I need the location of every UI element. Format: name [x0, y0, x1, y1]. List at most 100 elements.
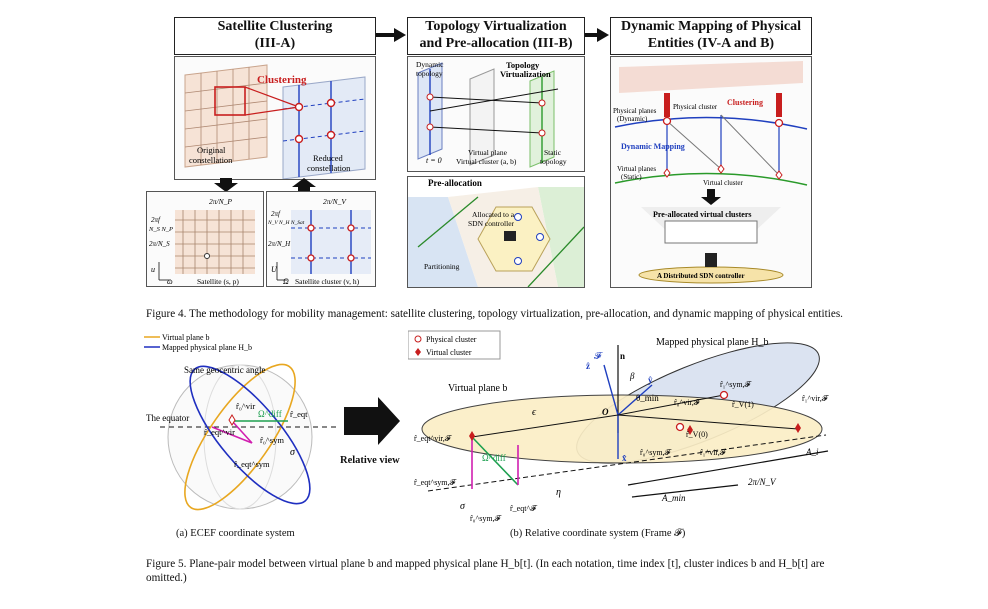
epsilon-label: ϵ — [532, 407, 537, 418]
grid-side-label: 2π/N_H — [268, 240, 291, 248]
figure-5-caption-line2: omitted.) — [146, 572, 187, 584]
theta-min-label: θ_min — [636, 393, 659, 403]
cluster-grid: 2π/N_V 2πf N_V N_H N_Sat 2π/N_H Satellit… — [267, 197, 371, 286]
r0-sym-f-label: r̂₀^sym,𝓕 — [470, 514, 503, 523]
down-arrow-icon — [701, 189, 721, 205]
right-arrow-icon — [344, 397, 400, 445]
physical-cluster-marker — [719, 390, 729, 400]
r-eqt-vir-f-label: r̂_eqt^vir,𝓕 — [414, 434, 453, 443]
allocated-label: Allocated to a — [472, 210, 515, 219]
controller-node — [536, 233, 544, 241]
physical-cluster-label: Physical cluster — [673, 103, 718, 111]
a-min-arc — [631, 484, 739, 498]
grid-side-label: N_S N_P — [148, 226, 173, 233]
header-line: (III-A) — [254, 36, 296, 51]
sigma-label: σ — [460, 501, 466, 512]
virtual-planes-label: (Static) — [621, 173, 642, 181]
virtual-cluster-node — [775, 170, 783, 180]
region-blue — [408, 197, 478, 287]
controller-node — [514, 257, 522, 265]
subcaption-b: (b) Relative coordinate system (Frame 𝓕) — [510, 528, 686, 539]
clustering-transition-arrows — [214, 178, 316, 192]
virtual-plane-curve — [614, 172, 808, 186]
satellite-grid: 2π/N_P 2πf N_S N_P 2π/N_S Satellite (s, … — [148, 197, 255, 286]
n-label: n — [620, 351, 625, 361]
preallocation-title: Pre-allocation — [428, 178, 482, 188]
header-dynamic-mapping: Dynamic Mapping of Physical Entities (IV… — [610, 17, 812, 55]
allocated-label: SDN controller — [468, 219, 515, 228]
cluster-node — [294, 102, 304, 112]
virtual-cluster-node — [717, 164, 725, 174]
preallocation-diagram: Pre-allocation Allocated to a SDN contro… — [408, 178, 584, 287]
legend-virtual: Virtual cluster — [426, 348, 472, 357]
cluster-node — [347, 254, 355, 262]
rv0-label: r̂_V(0) — [686, 430, 708, 439]
arrow-head-icon — [597, 28, 609, 42]
arrow-head-icon — [394, 28, 406, 42]
r0-vir-f-label: r̂₀^vir,𝓕 — [674, 398, 702, 407]
mapped-plane-orbit — [189, 365, 311, 505]
virtual-cluster-marker — [469, 431, 475, 441]
legend-box — [408, 330, 501, 360]
virtual-node — [538, 99, 546, 107]
controller-label: A Distributed SDN controller — [657, 272, 745, 280]
header-line: Dynamic Mapping of Physical — [620, 19, 802, 34]
physical-cluster-node — [774, 118, 784, 128]
virtual-plane-orbit — [184, 363, 296, 511]
grid-top-label: 2π/N_V — [323, 197, 347, 206]
relative-view-label: Relative view — [340, 455, 400, 466]
cluster-node — [294, 134, 304, 144]
dynamic-mapping-label: Dynamic Mapping — [621, 142, 685, 151]
preallocation-panel: Pre-allocation Allocated to a SDN contro… — [407, 176, 585, 288]
virtual-cluster-label: Virtual cluster (a, b) — [456, 157, 517, 166]
down-arrow-icon — [214, 178, 238, 192]
beta-label: β — [629, 371, 635, 381]
virtual-plane-label: Virtual plane b — [448, 383, 507, 394]
a-i-label: A_i — [805, 447, 819, 457]
cluster-node — [307, 254, 315, 262]
figure-4-caption: Figure 4. The methodology for mobility m… — [146, 308, 843, 320]
y-label: ŷ — [648, 375, 653, 385]
physical-planes-label: (Dynamic) — [617, 115, 648, 123]
cluster-link — [244, 106, 300, 116]
legend-virtual-marker — [415, 348, 421, 356]
a-min-label: A_min — [661, 493, 686, 503]
controller-node — [514, 213, 522, 221]
r0-sym-f-label: r̂₀^sym,𝓕 — [640, 448, 673, 457]
clustering-label: Clustering — [257, 74, 307, 86]
grid-side-label: N_V N_H N_Sat — [267, 220, 305, 226]
cluster-highlight — [214, 86, 246, 116]
cluster-node — [347, 224, 355, 232]
grid-side-label: 2π/N_S — [149, 240, 170, 248]
virtual-plane-ellipse — [421, 394, 823, 464]
subcaption-a: (a) ECEF coordinate system — [176, 528, 295, 539]
sym-line — [211, 426, 253, 444]
header-line: Satellite Clustering — [217, 19, 333, 34]
mapping-diagram: Physical planes (Dynamic) Physical clust… — [613, 61, 808, 284]
virtual-node — [426, 123, 434, 131]
virtual-cluster-marker — [228, 414, 236, 426]
cluster-label: Satellite cluster (v, h) — [295, 277, 360, 286]
reduced-label: constellation — [307, 163, 351, 173]
legend-virtual: Virtual plane b — [162, 333, 210, 342]
virtual-cluster-label: Virtual cluster — [703, 179, 743, 187]
dynamic-label: Dynamic — [416, 60, 444, 69]
region-green — [538, 187, 584, 287]
z-label: ẑ — [586, 361, 590, 371]
two-pi-nv-label: 2π/N_V — [748, 477, 777, 487]
relative-frame-diagram: Physical cluster Virtual cluster ẑ 𝓕 n β… — [408, 330, 830, 523]
satellite-band — [619, 61, 803, 93]
cluster-link — [244, 86, 300, 108]
clustering-arrow-icon — [664, 93, 670, 117]
two-pi-arc — [627, 450, 829, 486]
physical-planes-label: Physical planes — [613, 107, 657, 115]
r0-sym-label: r̂₀^sym — [260, 435, 284, 445]
cluster-node — [326, 98, 336, 108]
same-angle-label: Same geocentric angle — [184, 365, 265, 375]
reduced-grid-lines — [282, 81, 366, 177]
o-label: O — [602, 407, 609, 417]
virtual-plane-label: Virtual plane — [468, 148, 508, 157]
grid-bg — [291, 210, 371, 274]
static-label: Static — [544, 148, 562, 157]
eta-axis — [427, 434, 827, 492]
